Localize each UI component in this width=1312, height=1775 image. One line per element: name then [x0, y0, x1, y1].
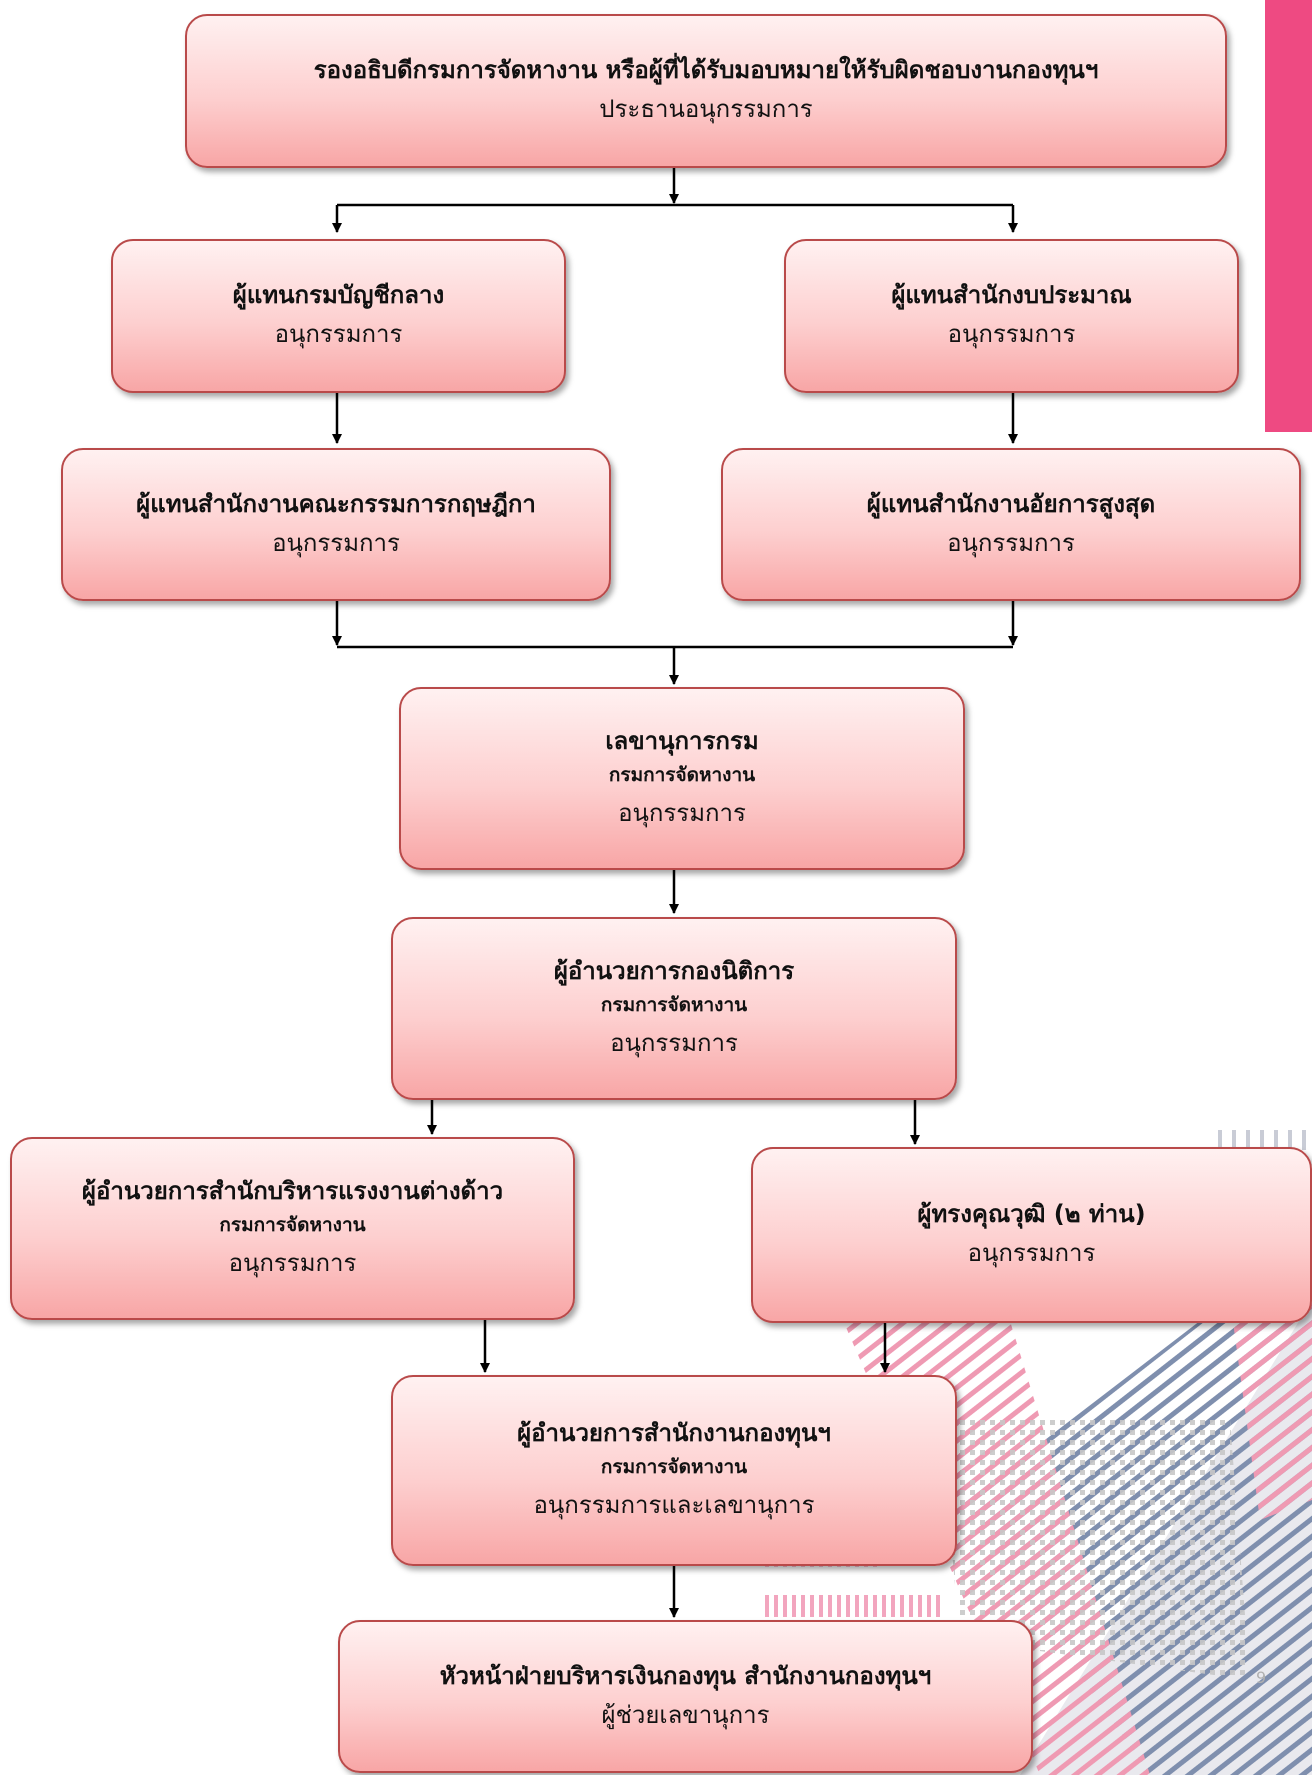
node-org: กรมการจัดหางาน — [600, 994, 748, 1017]
node-role: อนุกรรมการ — [274, 320, 403, 348]
node-comptroller: ผู้แทนกรมบัญชีกลาง อนุกรรมการ — [111, 239, 566, 393]
node-title: ผู้แทนสำนักงานอัยการสูงสุด — [866, 489, 1156, 518]
node-role: อนุกรรมการ — [967, 1239, 1096, 1267]
page-number: 9 — [1256, 1668, 1267, 1687]
node-title: ผู้อำนวยการกองนิติการ — [553, 957, 795, 986]
node-title: ผู้แทนกรมบัญชีกลาง — [232, 281, 445, 309]
node-org: กรมการจัดหางาน — [600, 1456, 748, 1479]
node-foreign-workers-director: ผู้อำนวยการสำนักบริหารแรงงานต่างด้าว กรม… — [10, 1137, 575, 1320]
node-title: ผู้อำนวยการสำนักงานกองทุนฯ — [517, 1419, 831, 1448]
node-title: รองอธิบดีกรมการจัดหางาน หรือผู้ที่ได้รับ… — [313, 56, 1099, 84]
node-title: ผู้อำนวยการสำนักบริหารแรงงานต่างด้าว — [81, 1177, 504, 1206]
node-role: ผู้ช่วยเลขานุการ — [601, 1700, 770, 1729]
node-role: อนุกรรมการ — [228, 1248, 357, 1277]
node-experts: ผู้ทรงคุณวุฒิ (๒ ท่าน) อนุกรรมการ — [751, 1147, 1312, 1323]
node-role: อนุกรรมการ — [947, 320, 1076, 348]
node-dept-secretary: เลขานุการกรม กรมการจัดหางาน อนุกรรมการ — [399, 687, 965, 870]
node-title: ผู้แทนสำนักงบประมาณ — [891, 281, 1132, 309]
node-role: อนุกรรมการ — [947, 528, 1075, 557]
node-org: กรมการจัดหางาน — [219, 1214, 366, 1237]
side-accent-bar — [1265, 0, 1312, 432]
node-attorney-general: ผู้แทนสำนักงานอัยการสูงสุด อนุกรรมการ — [721, 448, 1301, 601]
node-role: อนุกรรมการและเลขานุการ — [533, 1490, 815, 1519]
node-council-of-state: ผู้แทนสำนักงานคณะกรรมการกฤษฎีกา อนุกรรมก… — [61, 448, 611, 601]
node-budget-bureau: ผู้แทนสำนักงบประมาณ อนุกรรมการ — [784, 239, 1239, 393]
node-role: อนุกรรมการ — [618, 798, 746, 827]
node-fund-office-director: ผู้อำนวยการสำนักงานกองทุนฯ กรมการจัดหางา… — [391, 1375, 957, 1566]
node-title: หัวหน้าฝ่ายบริหารเงินกองทุน สำนักงานกองท… — [439, 1661, 932, 1690]
node-title: ผู้แทนสำนักงานคณะกรรมการกฤษฎีกา — [136, 489, 536, 518]
node-chairman: รองอธิบดีกรมการจัดหางาน หรือผู้ที่ได้รับ… — [185, 14, 1227, 168]
node-role: อนุกรรมการ — [272, 528, 400, 557]
node-role: อนุกรรมการ — [610, 1028, 738, 1057]
node-title: ผู้ทรงคุณวุฒิ (๒ ท่าน) — [917, 1200, 1146, 1228]
node-role: ประธานอนุกรรมการ — [599, 95, 813, 123]
node-title: เลขานุการกรม — [605, 727, 759, 756]
node-org: กรมการจัดหางาน — [608, 764, 756, 787]
node-legal-director: ผู้อำนวยการกองนิติการ กรมการจัดหางาน อนุ… — [391, 917, 957, 1100]
node-fund-finance-head: หัวหน้าฝ่ายบริหารเงินกองทุน สำนักงานกองท… — [338, 1620, 1033, 1773]
